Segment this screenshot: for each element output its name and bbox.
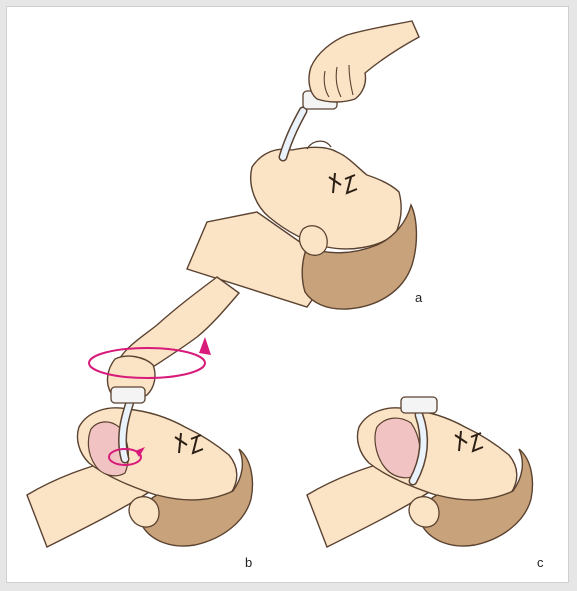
panel-a: a — [187, 21, 423, 309]
ear-c — [409, 497, 439, 527]
tube-flange-c — [401, 397, 437, 413]
airway-insertion-figure: a b — [7, 7, 570, 584]
panel-b: b — [27, 277, 253, 570]
panel-label-c: c — [537, 555, 544, 570]
figure-frame: a b — [6, 6, 569, 583]
panel-label-b: b — [245, 555, 252, 570]
ear-a — [300, 226, 328, 256]
panel-label-a: a — [415, 290, 423, 305]
panel-c: c — [307, 397, 544, 570]
ear-b — [129, 497, 159, 527]
tube-flange-b — [111, 387, 145, 403]
